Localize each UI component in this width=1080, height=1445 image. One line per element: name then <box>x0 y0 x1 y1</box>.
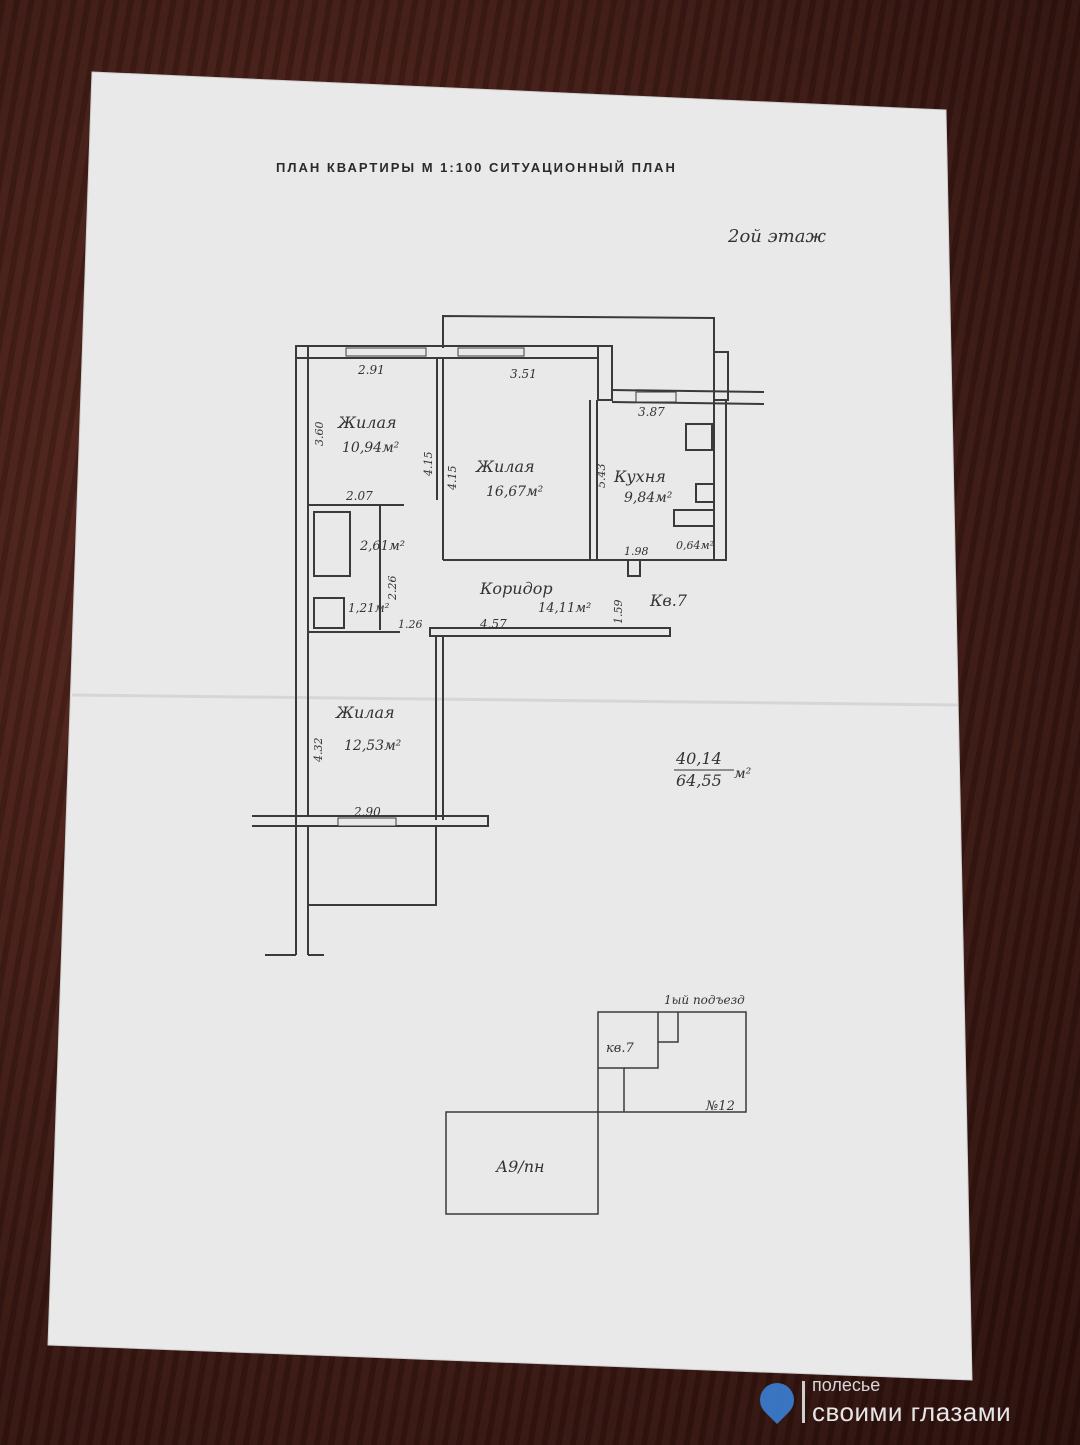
watermark-logo: полесье своими глазами <box>752 1371 1070 1431</box>
site-annex-label: А9/пн <box>495 1157 545 1176</box>
dim-3-51: 3.51 <box>510 367 537 381</box>
total-living-area: 40,14 <box>675 749 722 768</box>
room-toilet-area: 1,21м² <box>348 601 390 615</box>
dim-2-90: 2.90 <box>353 805 381 819</box>
dim-2-91: 2.91 <box>357 363 385 377</box>
paper-sheet <box>47 71 973 1381</box>
site-apt-label: кв.7 <box>606 1041 634 1056</box>
room-kitchen-area: 9,84м² <box>624 490 673 506</box>
dim-2-07: 2.07 <box>345 489 373 503</box>
room-living3-name: Жилая <box>335 703 395 722</box>
dim-3-87: 3.87 <box>638 405 665 419</box>
paper-fold <box>71 693 959 707</box>
room-living3-area: 12,53м² <box>344 738 402 754</box>
dim-4-57: 4.57 <box>479 617 507 631</box>
plan-walls <box>252 314 765 956</box>
room-corridor-name: Коридор <box>479 579 553 598</box>
room-storage-area: 0,64м² <box>676 539 714 552</box>
watermark-line2: своими глазами <box>812 1397 1012 1427</box>
dim-1-98: 1.98 <box>624 545 649 558</box>
room-living1-name: Жилая <box>337 413 397 432</box>
room-kitchen-name: Кухня <box>613 467 666 486</box>
dim-1-26: 1.26 <box>398 618 423 631</box>
dim-3-60: 3.60 <box>313 422 326 447</box>
room-bath-area: 2,61м² <box>359 539 405 554</box>
plan-windows <box>337 347 677 827</box>
site-entrance-label: 1ый подъезд <box>664 993 745 1007</box>
dim-4-32: 4.32 <box>312 738 325 764</box>
site-building-number: №12 <box>705 1099 735 1114</box>
watermark-line1: полесье <box>812 1375 881 1395</box>
dim-1-59: 1.59 <box>612 600 625 625</box>
dim-5-43: 5.43 <box>595 464 608 489</box>
apartment-label: Кв.7 <box>649 591 688 610</box>
dim-2-26: 2.26 <box>386 576 399 602</box>
total-area: 64,55 <box>676 771 722 790</box>
water-drop-icon <box>752 1375 802 1425</box>
room-corridor-area: 14,11м² <box>538 601 591 616</box>
room-living2-area: 16,67м² <box>486 484 544 500</box>
document-title: ПЛАН КВАРТИРЫ М 1:100 СИТУАЦИОННЫЙ ПЛАН <box>276 160 677 175</box>
totals-unit: м² <box>734 766 752 782</box>
room-living1-area: 10,94м² <box>342 440 400 456</box>
room-living2-name: Жилая <box>475 457 535 476</box>
site-plan <box>445 1011 747 1215</box>
logo-divider <box>802 1381 805 1423</box>
floor-note: 2ой этаж <box>727 226 826 247</box>
dim-4-15: 4.15 <box>422 452 435 478</box>
dim-4-15b: 4.15 <box>446 466 459 492</box>
